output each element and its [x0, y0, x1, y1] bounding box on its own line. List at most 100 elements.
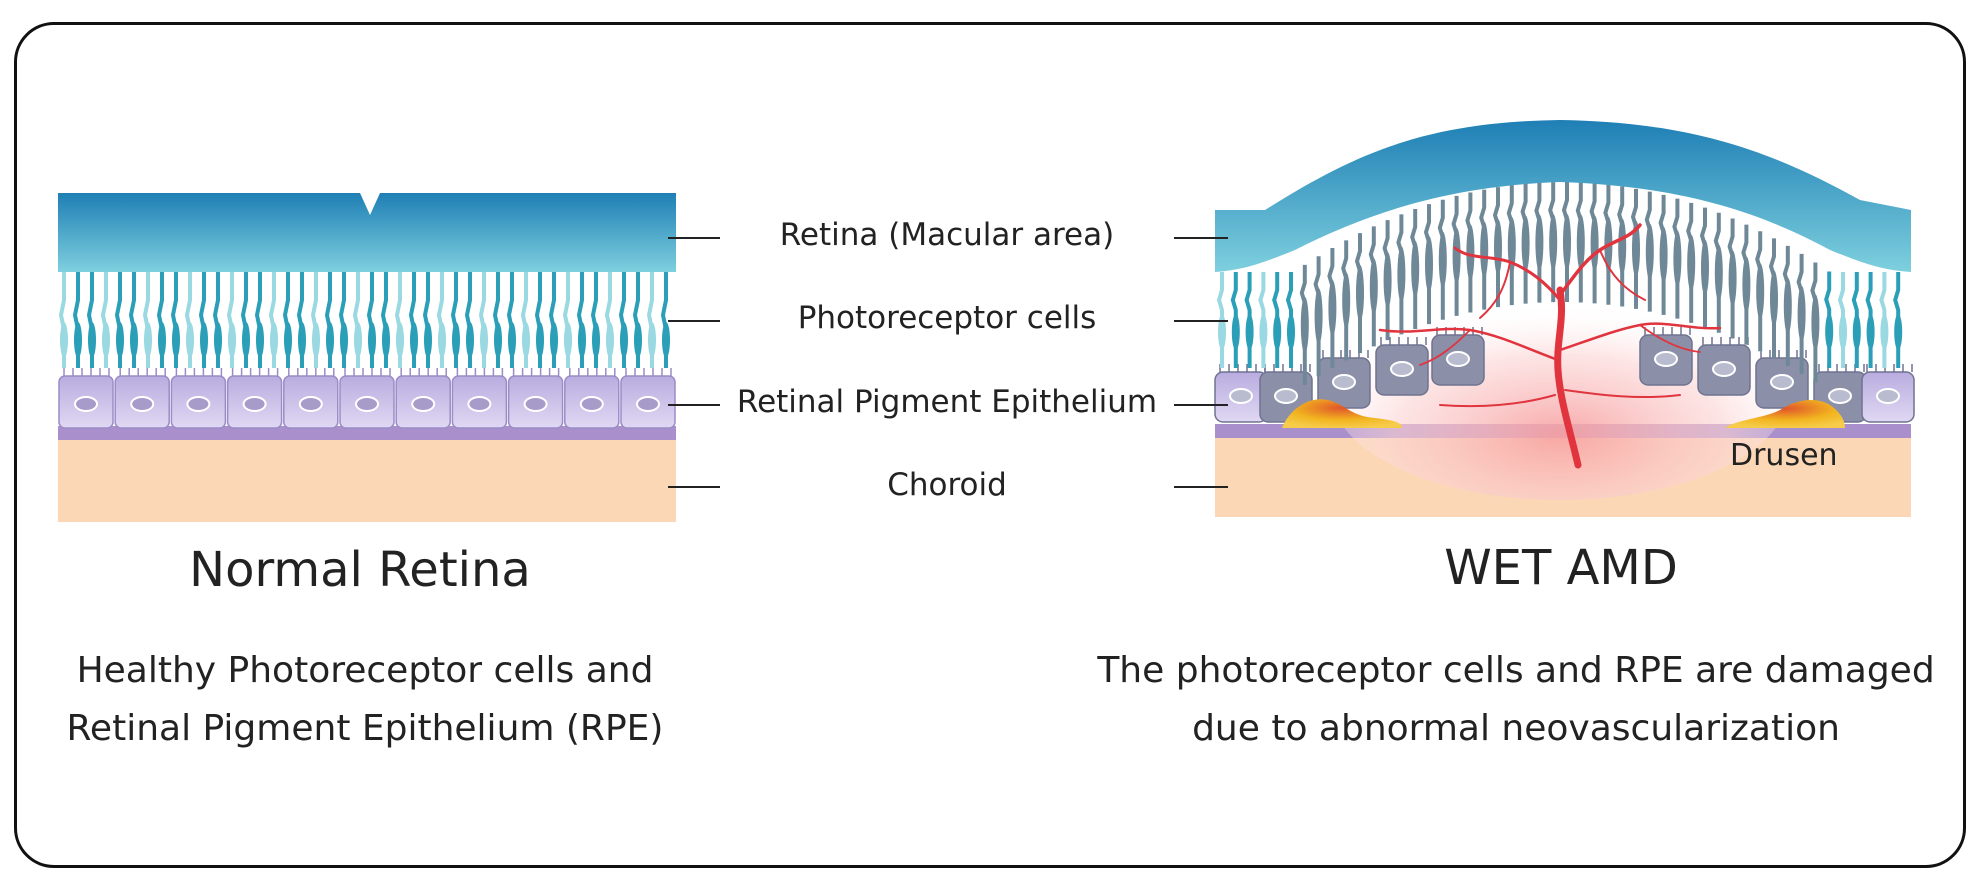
photoreceptor-cell	[1824, 271, 1834, 368]
photoreceptor-cell	[1782, 245, 1792, 366]
normal-bruch-membrane	[58, 426, 676, 440]
wet-amd-title: WET AMD	[1444, 540, 1678, 596]
rpe-nucleus	[467, 396, 492, 412]
photoreceptor-cell	[1534, 182, 1544, 303]
photoreceptor-cell	[128, 272, 138, 368]
photoreceptor-cell	[1837, 272, 1847, 368]
photoreceptor-cell	[450, 272, 460, 368]
rpe-cell	[226, 368, 283, 429]
photoreceptor-cell	[310, 272, 320, 368]
rpe-cell	[58, 368, 114, 429]
photoreceptor-cell	[618, 272, 628, 368]
photoreceptor-cell	[506, 272, 516, 368]
photoreceptor-cell	[1396, 214, 1406, 335]
photoreceptor-cell	[1796, 253, 1806, 374]
drusen-left	[1282, 399, 1402, 428]
photoreceptor-cell	[1382, 220, 1392, 341]
photoreceptor-cell	[1368, 226, 1378, 347]
photoreceptor-cell	[198, 272, 208, 368]
photoreceptor-cell	[422, 272, 432, 368]
normal-retina-description: Healthy Photoreceptor cells and Retinal …	[60, 642, 670, 758]
photoreceptor-cell	[282, 272, 292, 368]
label-connectors	[668, 237, 1228, 488]
normal-rpe-layer	[58, 368, 676, 429]
rpe-nucleus	[130, 396, 155, 412]
photoreceptor-cell	[380, 272, 390, 368]
rpe-nucleus	[1229, 388, 1253, 404]
photoreceptor-cell	[170, 272, 180, 368]
rpe-cell	[507, 368, 564, 429]
rpe-cell	[564, 368, 620, 429]
photoreceptor-cell	[590, 272, 600, 368]
rpe-cell	[1861, 364, 1915, 423]
photoreceptor-cell	[1492, 187, 1502, 308]
label-drusen: Drusen	[1730, 438, 1838, 473]
photoreceptor-cell	[142, 272, 152, 368]
photoreceptor-cell	[254, 272, 264, 368]
amd-desc-line2: due to abnormal neovascularization	[1192, 708, 1840, 749]
rpe-cell	[1755, 350, 1809, 409]
photoreceptor-cell	[1216, 272, 1226, 368]
photoreceptor-cell	[1354, 233, 1364, 354]
rpe-cell	[620, 368, 676, 429]
rpe-nucleus	[636, 396, 660, 412]
photoreceptor-cell	[548, 272, 558, 368]
normal-desc-line1: Healthy Photoreceptor cells and	[76, 650, 654, 691]
rpe-cell	[114, 368, 170, 429]
photoreceptor-cell	[296, 272, 306, 368]
photoreceptor-cell	[1230, 272, 1240, 368]
photoreceptor-cell	[1479, 189, 1489, 310]
rpe-nucleus	[1332, 374, 1356, 390]
photoreceptor-cell	[632, 272, 642, 368]
photoreceptor-cell	[492, 272, 502, 368]
amd-retina-layer	[1215, 120, 1911, 272]
normal-desc-line2: Retinal Pigment Epithelium (RPE)	[66, 708, 664, 749]
photoreceptor-cell	[1741, 224, 1751, 345]
rpe-cell	[1639, 327, 1693, 386]
photoreceptor-cell	[576, 272, 586, 368]
photoreceptor-cell	[268, 272, 278, 368]
photoreceptor-cell	[338, 272, 348, 368]
photoreceptor-cell	[1727, 218, 1737, 339]
label-retina-macular-area: Retina (Macular area)	[779, 217, 1115, 253]
photoreceptor-cell	[1506, 185, 1516, 306]
rpe-cell	[451, 368, 508, 429]
rpe-nucleus	[523, 396, 548, 412]
rpe-nucleus	[1876, 388, 1900, 404]
rpe-nucleus	[355, 396, 379, 412]
rpe-nucleus	[298, 396, 323, 412]
photoreceptor-cell	[1617, 186, 1627, 307]
photoreceptor-cell	[100, 272, 110, 368]
rpe-nucleus	[242, 396, 267, 412]
photoreceptor-cell	[86, 272, 96, 368]
photoreceptor-cell	[184, 272, 194, 368]
photoreceptor-cell	[1575, 182, 1585, 303]
drusen-deposits	[1282, 399, 1845, 428]
photoreceptor-cell	[1561, 182, 1571, 303]
photoreceptor-cell	[1341, 240, 1351, 361]
photoreceptor-cell	[1451, 195, 1461, 316]
rpe-nucleus	[74, 396, 98, 412]
drusen-right	[1725, 399, 1845, 428]
label-retinal-pigment-epithelium: Retinal Pigment Epithelium	[736, 384, 1158, 420]
photoreceptor-cell	[1755, 231, 1765, 352]
rpe-cell	[170, 368, 227, 429]
rpe-cell	[1431, 327, 1485, 386]
photoreceptor-cell	[478, 272, 488, 368]
photoreceptor-cell	[1672, 198, 1682, 319]
photoreceptor-cell	[1285, 272, 1295, 368]
photoreceptor-cell	[1465, 192, 1475, 313]
photoreceptor-cell	[1768, 238, 1778, 359]
rpe-cell	[283, 368, 339, 429]
photoreceptor-cell	[1548, 182, 1558, 303]
photoreceptor-cell	[646, 272, 656, 368]
photoreceptor-cell	[1520, 183, 1530, 304]
photoreceptor-cell	[1630, 188, 1640, 309]
normal-choroid-layer	[58, 430, 676, 522]
photoreceptor-cell	[1658, 194, 1668, 315]
rpe-nucleus	[1828, 388, 1852, 404]
rpe-nucleus	[579, 396, 604, 412]
wet-amd-illustration	[1214, 120, 1915, 517]
rpe-cell	[1375, 337, 1429, 396]
